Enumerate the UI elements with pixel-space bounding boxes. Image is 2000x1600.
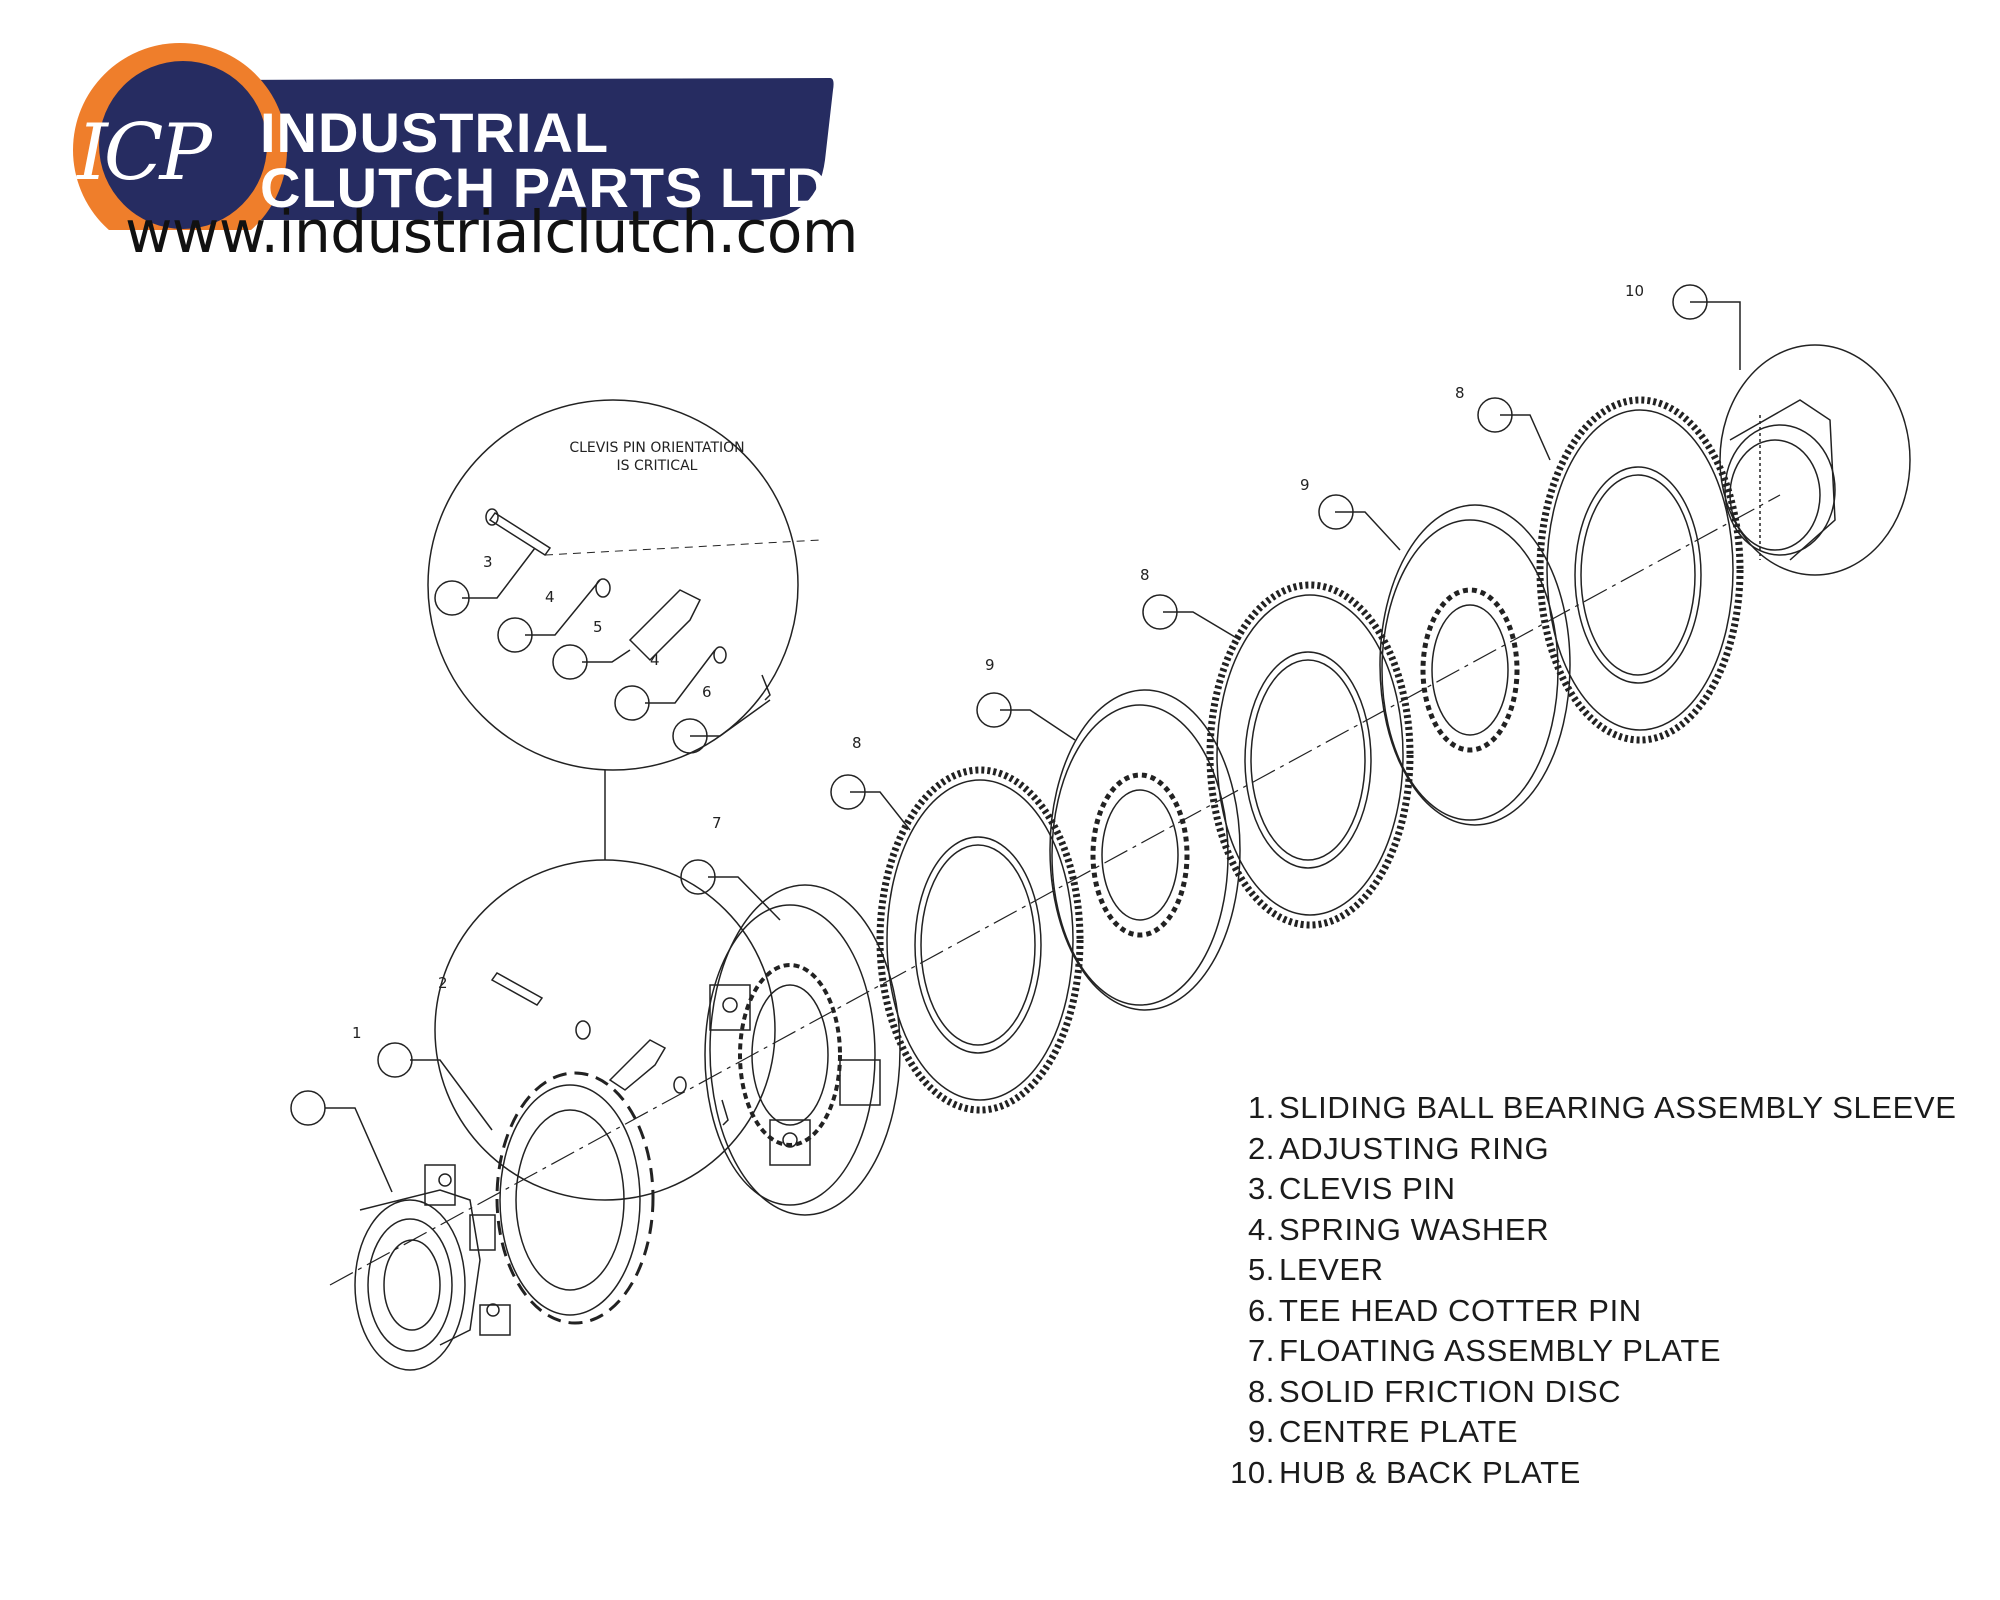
- floating-plate-drawing: [704, 884, 901, 1216]
- part-name: SLIDING BALL BEARING ASSEMBLY SLEEVE: [1279, 1090, 1957, 1125]
- callout-7: 7: [712, 814, 722, 832]
- parts-list-item: 7.FLOATING ASSEMBLY PLATE: [1215, 1333, 1985, 1374]
- part-name: SOLID FRICTION DISC: [1279, 1373, 1622, 1409]
- part-number: 10.: [1230, 1454, 1275, 1490]
- callout-2: 2: [438, 974, 448, 992]
- friction-disc-3-drawing: [1536, 396, 1744, 744]
- part-number: 6.: [1247, 1292, 1275, 1328]
- part-number: 4.: [1247, 1211, 1275, 1247]
- callout-4a: 4: [545, 588, 555, 606]
- callout-10: 10: [1625, 282, 1644, 300]
- friction-disc-1-drawing: [876, 766, 1084, 1114]
- part-name: SPRING WASHER: [1279, 1211, 1550, 1247]
- part-name: ADJUSTING RING: [1279, 1130, 1550, 1166]
- detail-circle-top: [427, 399, 799, 771]
- callout-8a: 8: [852, 734, 862, 752]
- friction-disc-2-drawing: [1206, 581, 1414, 929]
- callout-4b: 4: [650, 651, 660, 669]
- part-name: FLOATING ASSEMBLY PLATE: [1279, 1333, 1722, 1368]
- brand-header: ICP INDUSTRIAL CLUTCH PARTS LTD: [35, 30, 855, 290]
- callout-1: 1: [352, 1024, 362, 1042]
- parts-list-item: 8.SOLID FRICTION DISC: [1215, 1374, 1985, 1415]
- logo-lettering: ICP: [77, 108, 212, 198]
- part-name: CLEVIS PIN: [1279, 1171, 1456, 1206]
- parts-list-item: 1.SLIDING BALL BEARING ASSEMBLY SLEEVE: [1215, 1090, 1985, 1131]
- part-number: 7.: [1247, 1333, 1275, 1368]
- part-number: 5.: [1247, 1252, 1275, 1287]
- part-number: 1.: [1247, 1090, 1275, 1125]
- center-axis: [329, 494, 1781, 1286]
- parts-list-item: 9.CENTRE PLATE: [1215, 1414, 1985, 1455]
- logo-navy-disc: [99, 61, 267, 229]
- detail-top-parts: [485, 508, 821, 701]
- centre-plate-2-drawing: [1379, 504, 1571, 826]
- part-name: TEE HEAD COTTER PIN: [1279, 1292, 1642, 1328]
- part-number: 9.: [1247, 1414, 1275, 1449]
- part-name: HUB & BACK PLATE: [1279, 1454, 1581, 1490]
- company-name-line1: INDUSTRIAL: [260, 101, 610, 164]
- parts-list-item: 10.HUB & BACK PLATE: [1215, 1455, 1985, 1496]
- callout-6: 6: [702, 683, 712, 701]
- parts-list-item: 3.CLEVIS PIN: [1215, 1171, 1985, 1212]
- callout-5: 5: [593, 618, 603, 636]
- parts-list-item: 4.SPRING WASHER: [1215, 1212, 1985, 1253]
- adjusting-ring-drawing: [495, 1071, 655, 1325]
- part-number: 3.: [1247, 1171, 1275, 1206]
- callout-3: 3: [483, 553, 493, 571]
- parts-list-item: 6.TEE HEAD COTTER PIN: [1215, 1293, 1985, 1334]
- hub-back-plate-drawing: [1719, 344, 1911, 576]
- detail-bottom-parts: [490, 972, 729, 1126]
- callout-balloons: [290, 284, 1708, 1126]
- callout-8b: 8: [1140, 566, 1150, 584]
- company-name-line2: CLUTCH PARTS LTD: [260, 156, 828, 219]
- logo-banner: [205, 78, 834, 220]
- leader-lines: [325, 301, 1741, 1193]
- bearing-sleeve-drawing: [354, 1164, 511, 1371]
- detail-note-line2: IS CRITICAL: [617, 458, 698, 474]
- parts-list-item: 5.LEVER: [1215, 1252, 1985, 1293]
- part-name: LEVER: [1279, 1252, 1384, 1287]
- parts-list-item: 2.ADJUSTING RING: [1215, 1131, 1985, 1172]
- callout-9b: 9: [1300, 476, 1310, 494]
- website-url[interactable]: www.industrialclutch.com: [125, 198, 858, 266]
- detail-note-line1: CLEVIS PIN ORIENTATION: [569, 440, 744, 456]
- part-number: 2.: [1247, 1130, 1275, 1166]
- callout-8c: 8: [1455, 384, 1465, 402]
- company-logo: [73, 43, 834, 230]
- callout-9a: 9: [985, 656, 995, 674]
- part-name: CENTRE PLATE: [1279, 1414, 1519, 1449]
- part-number: 8.: [1247, 1373, 1275, 1409]
- centre-plate-1-drawing: [1049, 689, 1241, 1011]
